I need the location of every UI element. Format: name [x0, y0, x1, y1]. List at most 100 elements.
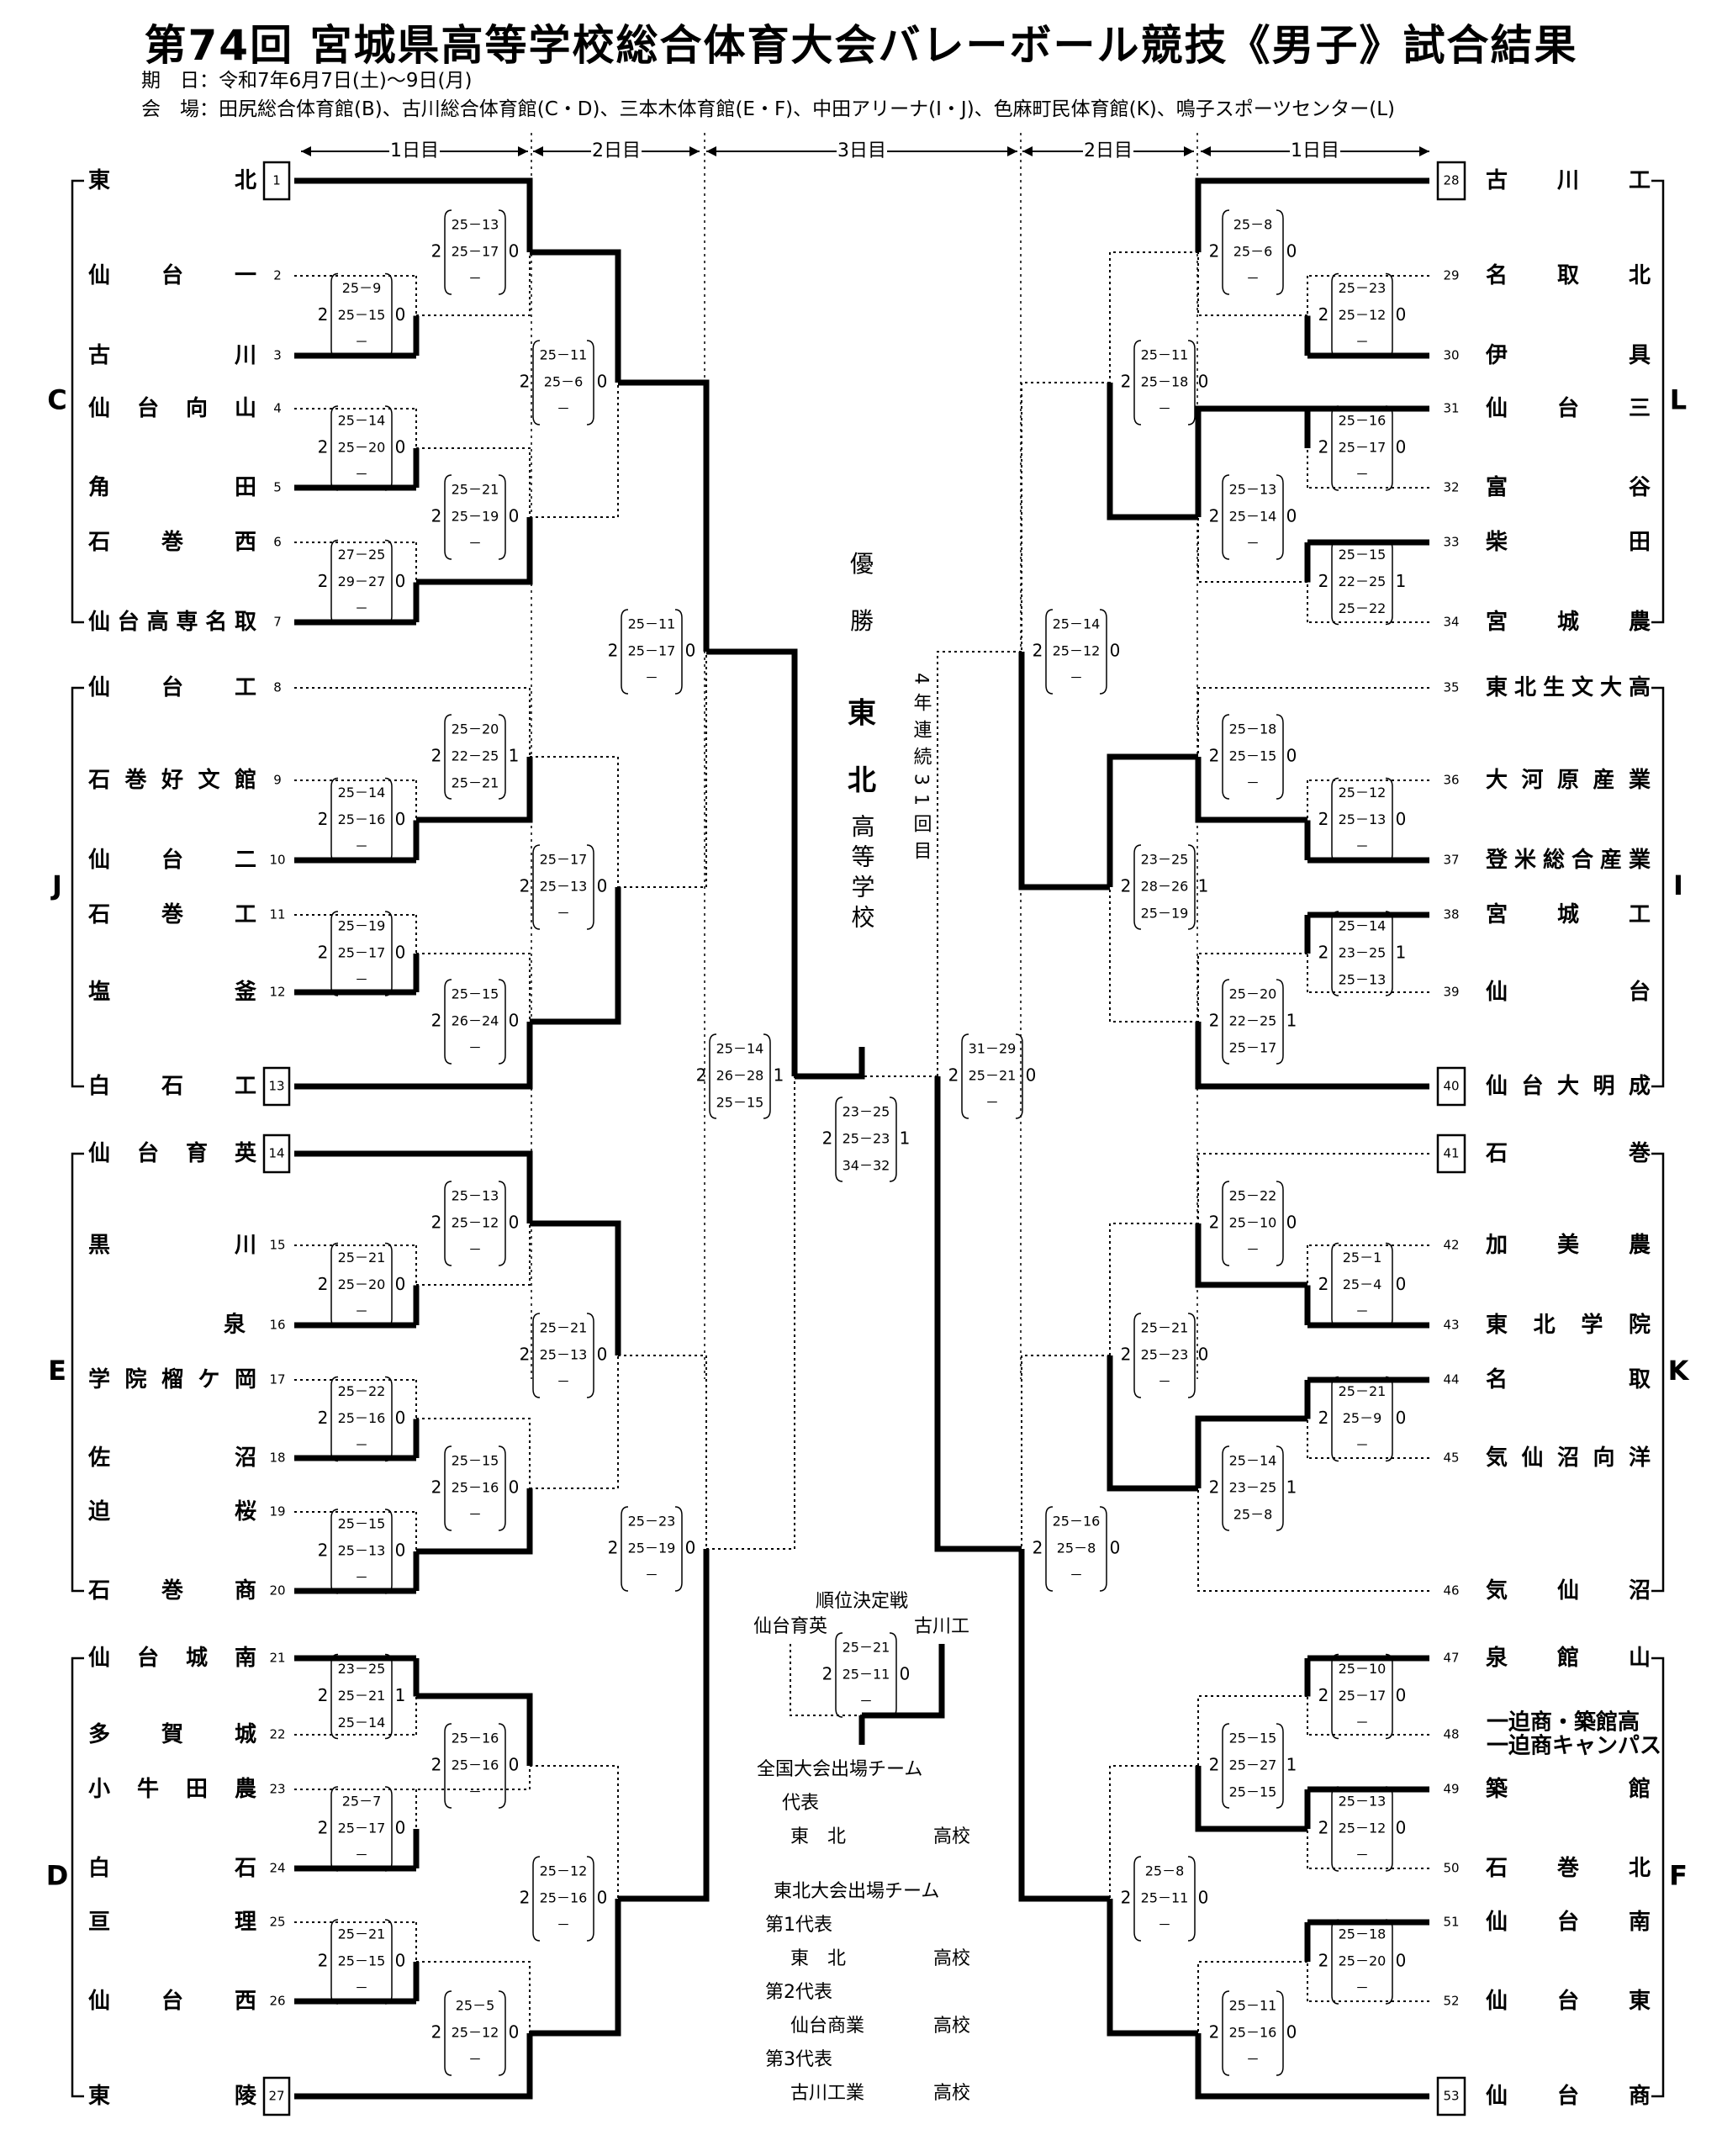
- sets-won: 2: [1209, 241, 1220, 262]
- team-number: 43: [1443, 1318, 1459, 1333]
- bracket-line: [618, 1355, 707, 1549]
- team-name: 泉: [224, 1312, 246, 1338]
- team-number: 3: [273, 348, 282, 363]
- bracket-line: [416, 953, 531, 1022]
- set-score: 25－11: [1141, 1890, 1189, 1906]
- sets-lost: 0: [1396, 304, 1407, 325]
- set-score: 25－12: [1339, 307, 1387, 323]
- block-bracket: [1651, 1657, 1665, 2098]
- set-score: 25－21: [452, 482, 499, 498]
- score-paren-right: [384, 1919, 393, 2005]
- team-number: 30: [1443, 348, 1459, 363]
- set-score: 25－6: [544, 374, 584, 390]
- score-paren-left: [444, 474, 452, 560]
- tohoku-rep-team: 古川工業: [790, 2083, 864, 2104]
- score-paren-right: [889, 1632, 897, 1718]
- score-paren-left: [1331, 272, 1339, 359]
- team-number: 24: [269, 1861, 285, 1876]
- score-paren-left: [1045, 609, 1054, 695]
- bracket-line: [618, 1549, 710, 1902]
- score-paren-left: [532, 844, 541, 930]
- team-name: 小牛田農: [88, 1777, 256, 1802]
- sets-won: 2: [822, 1664, 833, 1684]
- day-label: 1日目: [390, 140, 439, 161]
- sets-won: 2: [1209, 746, 1220, 766]
- score-paren-right: [1276, 714, 1284, 800]
- sets-lost: 0: [597, 876, 608, 896]
- seed-box: [1436, 2076, 1466, 2116]
- score-paren-right: [384, 777, 393, 864]
- set-score: 25－14: [338, 1715, 386, 1731]
- team-number: 41: [1443, 1146, 1459, 1161]
- placement-left-team: 仙台育英: [753, 1616, 827, 1637]
- team-number: 49: [1443, 1782, 1459, 1797]
- set-score: 25－15: [1229, 1784, 1277, 1800]
- bracket-line: [618, 652, 707, 888]
- set-score: 23－25: [843, 1104, 890, 1120]
- sets-lost: 1: [900, 1128, 911, 1149]
- bracket-line: [530, 1899, 621, 2037]
- set-score: 23－25: [1141, 852, 1189, 868]
- team-name: 名取北: [1486, 262, 1651, 288]
- team-name: 大河原産業: [1486, 767, 1651, 793]
- score-paren-left: [330, 539, 339, 626]
- set-score: 25－19: [338, 918, 386, 934]
- team-name: 多賀城: [88, 1722, 256, 1747]
- set-score: 25－21: [843, 1640, 890, 1656]
- block-bracket: [1651, 1152, 1665, 1593]
- bracket-line: [862, 1644, 945, 1719]
- team-number: 25: [269, 1915, 285, 1930]
- set-score: 25－8: [1233, 1507, 1273, 1523]
- team-name: 亘理: [88, 1910, 256, 1935]
- champion-label: 優: [850, 550, 874, 578]
- team-name: 学院榴ケ岡: [88, 1366, 256, 1392]
- team-number: 37: [1443, 853, 1459, 868]
- score-paren-left: [330, 1509, 339, 1594]
- sets-lost: 0: [597, 1888, 608, 1908]
- sets-won: 2: [520, 1888, 531, 1908]
- set-score: 25－15: [1229, 1731, 1277, 1746]
- score-paren-right: [498, 209, 506, 295]
- score-paren-right: [1276, 1181, 1284, 1266]
- bracket-line: [1107, 383, 1198, 521]
- set-score: 25－14: [1339, 918, 1387, 934]
- set-score: －: [557, 906, 570, 922]
- set-score: －: [1158, 1374, 1171, 1390]
- seed-box: [1436, 1066, 1466, 1107]
- day-label-bg: [1083, 140, 1133, 163]
- score-paren-right: [384, 539, 393, 626]
- set-score: －: [985, 1095, 999, 1111]
- set-score: 25－17: [338, 945, 386, 961]
- set-score: －: [645, 670, 658, 686]
- sets-lost: 0: [1286, 506, 1297, 526]
- bracket-line: [530, 1220, 621, 1355]
- set-score: －: [355, 467, 368, 483]
- team-number: 53: [1443, 2089, 1459, 2104]
- team-number: 48: [1443, 1727, 1459, 1742]
- team-number: 33: [1443, 535, 1459, 550]
- set-score: 25－15: [452, 1453, 499, 1469]
- score-paren-right: [498, 1445, 506, 1531]
- sets-lost: 1: [395, 1685, 406, 1705]
- sets-won: 2: [431, 506, 442, 526]
- team-number: 2: [273, 268, 282, 283]
- score-paren-right: [1385, 1242, 1393, 1329]
- set-score: 25－15: [452, 986, 499, 1002]
- team-name: 仙台城南: [88, 1645, 256, 1671]
- team-name: 名取: [1486, 1366, 1651, 1392]
- bracket-line: [1195, 1022, 1429, 1090]
- set-score: 25－13: [540, 1347, 588, 1363]
- sets-won: 2: [520, 876, 531, 896]
- score-paren-left: [444, 714, 452, 800]
- team-name: 白石: [88, 1855, 256, 1881]
- champion-streak: 4年連続31回目: [911, 673, 932, 868]
- team-number: 29: [1443, 268, 1459, 283]
- bracket-line: [1195, 405, 1429, 517]
- score-paren-right: [498, 1723, 506, 1809]
- sets-lost: 0: [900, 1664, 911, 1684]
- team-number: 13: [268, 1079, 284, 1094]
- set-score: 25－23: [1141, 1347, 1189, 1363]
- set-score: 25－13: [452, 1188, 499, 1204]
- team-name: 一迫商・築館高: [1487, 1709, 1640, 1736]
